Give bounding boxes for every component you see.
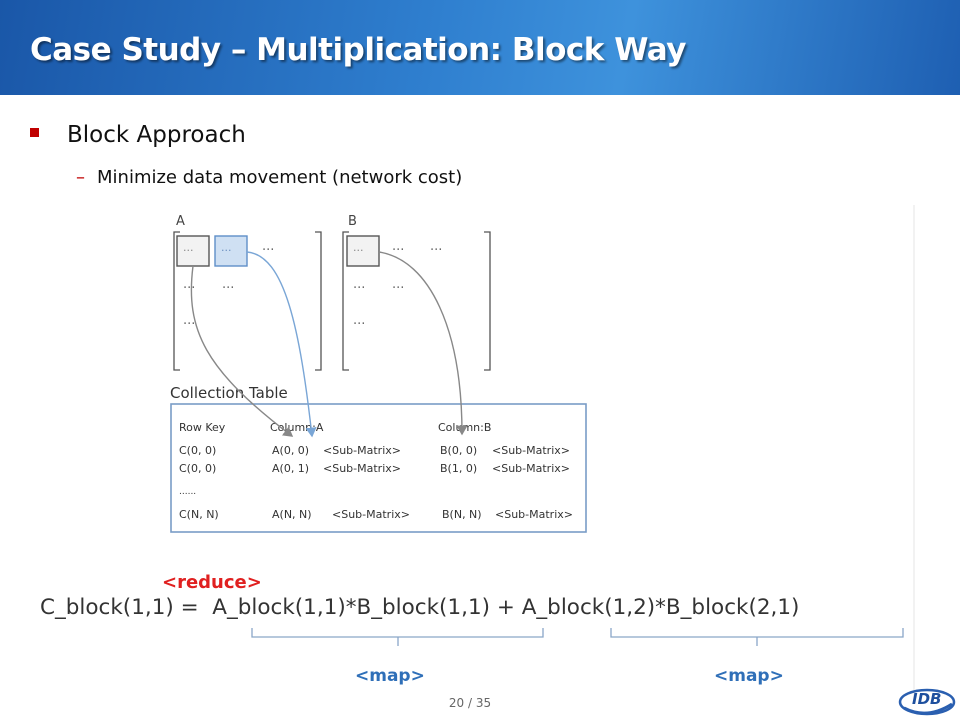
matrix-b-left-bracket bbox=[342, 231, 349, 371]
matrix-a-dots: ··· bbox=[222, 281, 234, 296]
bullet-item: Block Approach bbox=[30, 122, 246, 148]
matrix-a-dots: ··· bbox=[183, 317, 195, 332]
table-cell: <Sub-Matrix> bbox=[492, 462, 570, 475]
dash-icon: – bbox=[76, 167, 85, 188]
matrix-b-label: B bbox=[348, 214, 357, 229]
arrow-a00-to-table bbox=[190, 265, 294, 437]
matrix-a-left-bracket bbox=[173, 231, 180, 371]
matrix-a-block-0-0 bbox=[176, 235, 210, 267]
collection-table bbox=[170, 403, 587, 533]
bullet-square-icon bbox=[30, 127, 39, 137]
table-cell: A(N, N) bbox=[272, 508, 312, 521]
matrix-b-dots: ··· bbox=[392, 281, 404, 296]
matrix-b-block-0-0 bbox=[346, 235, 380, 267]
map-label-2: <map> bbox=[714, 666, 784, 686]
arrow-b00-to-table bbox=[378, 251, 468, 436]
map-label-1: <map> bbox=[355, 666, 425, 686]
table-row: C(N, N) A(N, N) <Sub-Matrix> B(N, N) <Su… bbox=[179, 508, 573, 521]
table-row: C(0, 0) A(0, 0) <Sub-Matrix> B(0, 0) <Su… bbox=[179, 444, 570, 457]
block-formula: C_block(1,1) = A_block(1,1)*B_block(1,1)… bbox=[40, 595, 799, 620]
matrix-b-dots: ··· bbox=[353, 244, 364, 257]
matrix-b-dots: ··· bbox=[353, 281, 365, 296]
table-cell: B(0, 0) bbox=[440, 444, 477, 457]
collection-table-title: Collection Table bbox=[170, 384, 288, 402]
table-row: ...... bbox=[179, 487, 196, 497]
map-bracket-2 bbox=[610, 628, 904, 638]
matrix-a-block-0-1 bbox=[214, 235, 248, 267]
matrix-a-label: A bbox=[176, 214, 185, 229]
matrix-b-dots: ··· bbox=[430, 243, 442, 258]
matrix-b-dots: ··· bbox=[353, 317, 365, 332]
table-cell: <Sub-Matrix> bbox=[323, 444, 401, 457]
reduce-label: <reduce> bbox=[162, 572, 262, 593]
table-cell: A(0, 0) bbox=[272, 444, 309, 457]
sub-bullet-item: – Minimize data movement (network cost) bbox=[76, 167, 462, 188]
table-cell: B(1, 0) bbox=[440, 462, 477, 475]
table-cell: <Sub-Matrix> bbox=[323, 462, 401, 475]
table-cell: C(N, N) bbox=[179, 508, 219, 521]
matrix-a-dots: ··· bbox=[262, 243, 274, 258]
table-cell: C(0, 0) bbox=[179, 462, 216, 475]
map-bracket-1 bbox=[251, 628, 544, 638]
table-cell: <Sub-Matrix> bbox=[495, 508, 573, 521]
matrix-a-dots: ··· bbox=[183, 281, 195, 296]
idb-logo-icon: IDB bbox=[898, 688, 956, 716]
table-cell: ...... bbox=[179, 487, 196, 497]
arrow-a01-to-table bbox=[246, 251, 317, 438]
logo-text: IDB bbox=[912, 690, 941, 708]
table-cell: B(N, N) bbox=[442, 508, 482, 521]
matrix-a-dots: ··· bbox=[183, 244, 194, 257]
bullet-text: Block Approach bbox=[67, 122, 246, 148]
table-cell: A(0, 1) bbox=[272, 462, 309, 475]
page-number: 20 / 35 bbox=[448, 696, 492, 710]
table-header-column-b: Column:B bbox=[438, 421, 491, 434]
table-cell: <Sub-Matrix> bbox=[332, 508, 410, 521]
sub-bullet-text: Minimize data movement (network cost) bbox=[97, 167, 463, 188]
matrix-a-dots: ··· bbox=[221, 244, 232, 257]
table-header-column-a: Column:A bbox=[270, 421, 324, 434]
table-cell: <Sub-Matrix> bbox=[492, 444, 570, 457]
table-row: C(0, 0) A(0, 1) <Sub-Matrix> B(1, 0) <Su… bbox=[179, 462, 570, 475]
matrix-b-dots: ··· bbox=[392, 243, 404, 258]
matrix-b-right-bracket bbox=[484, 231, 491, 371]
matrix-a-right-bracket bbox=[315, 231, 322, 371]
slide-title: Case Study – Multiplication: Block Way bbox=[30, 32, 686, 68]
table-cell: C(0, 0) bbox=[179, 444, 216, 457]
table-header-row-key: Row Key bbox=[179, 421, 226, 434]
collection-table-content: Row Key Column:A Column:B C(0, 0) A(0, 0… bbox=[179, 421, 573, 521]
slide-header: Case Study – Multiplication: Block Way bbox=[0, 0, 960, 95]
